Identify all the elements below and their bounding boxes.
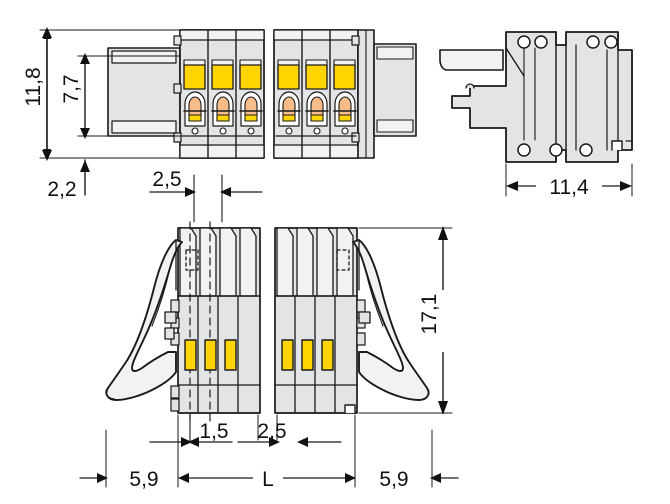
front-poles-left (181, 59, 263, 137)
hole (579, 143, 593, 157)
dim-label-height-inner: 7,7 (60, 74, 83, 103)
contact-window (321, 339, 334, 371)
dimension-2-2: 2,2 (47, 159, 90, 201)
dim-label-contact-width: 1,5 (199, 420, 228, 443)
dimension-5-9-left: 5,9 (79, 468, 159, 491)
hole (534, 35, 548, 49)
dimension-L: L (178, 464, 356, 491)
dimension-11-8: 11,8 (22, 27, 52, 161)
contact-window (224, 339, 237, 371)
pole (239, 59, 263, 135)
dim-label-height-plan: 17,1 (418, 294, 441, 335)
dimension-2-5-plan: 2,5 (237, 420, 342, 447)
plan-body-left (170, 221, 261, 426)
hole (586, 35, 600, 49)
dimension-2-5-top: 2,5 (149, 168, 263, 223)
contact-window (281, 339, 294, 371)
dim-label-length-total: L (262, 468, 274, 491)
front-poles-right (275, 59, 357, 137)
dim-label-pitch-top: 2,5 (152, 168, 181, 191)
hole (517, 143, 531, 157)
dim-label-height-overall: 11,8 (22, 67, 45, 106)
hole (604, 35, 618, 49)
dimension-1-5: 1,5 (149, 414, 233, 447)
pole (211, 59, 235, 135)
pole (305, 59, 329, 135)
plan-lever-left (105, 239, 183, 401)
front-end-cap (107, 47, 181, 137)
dimension-5-9-right: 5,9 (379, 468, 459, 491)
dimension-7-7: 7,7 (60, 53, 90, 139)
plan-body-right (274, 227, 366, 414)
pole (333, 59, 357, 135)
dimension-17-1: 17,1 (418, 226, 451, 415)
contact-window (204, 339, 217, 371)
dim-label-depth-side: 11,4 (549, 176, 589, 199)
dim-label-edge-left: 5,9 (129, 468, 158, 491)
dim-label-offset-bottom: 2,2 (47, 178, 76, 201)
hole (549, 143, 563, 157)
front-right-end-cap (373, 43, 417, 137)
front-housing-left (173, 29, 265, 159)
plan-lever-right (352, 239, 430, 401)
dim-label-pitch-plan: 2,5 (257, 420, 286, 443)
hole (517, 35, 531, 49)
pole (183, 59, 207, 135)
plan-view (105, 221, 453, 488)
dim-label-edge-right: 5,9 (379, 468, 408, 491)
contact-window (184, 339, 197, 371)
front-view (39, 29, 417, 159)
side-view (439, 31, 633, 197)
pole (277, 59, 301, 135)
dimension-11-4: 11,4 (506, 173, 632, 199)
contact-window (301, 339, 314, 371)
